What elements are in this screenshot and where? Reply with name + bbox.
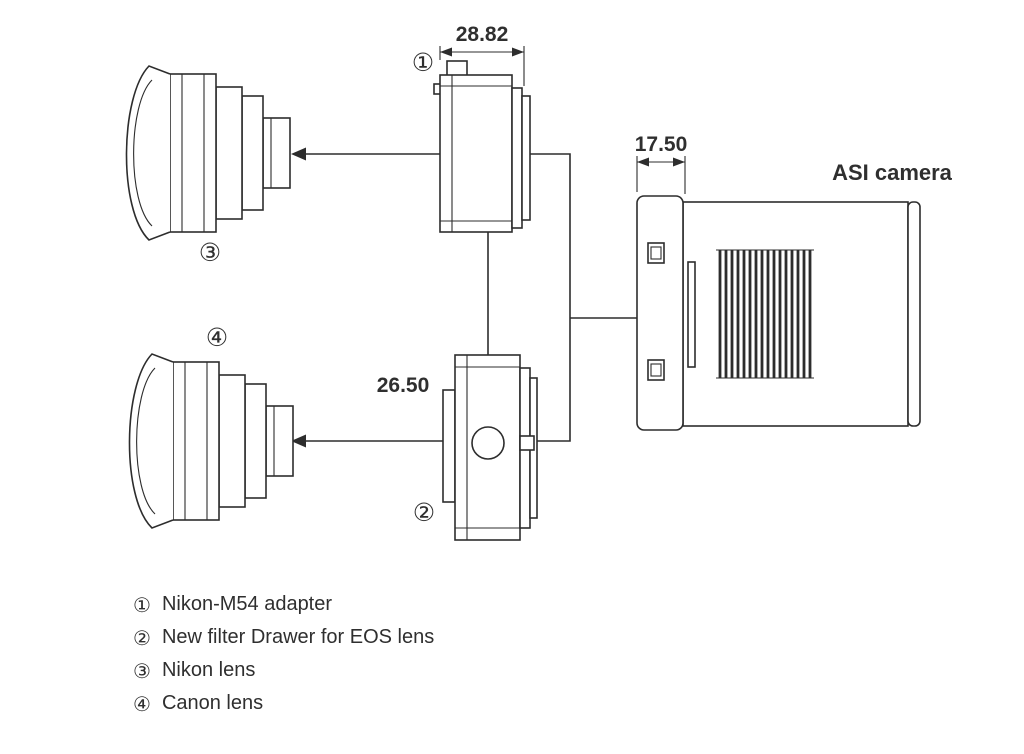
drawer-thumbscrew <box>519 435 535 451</box>
lens3-step-b <box>215 86 243 220</box>
lens4-step-b <box>218 374 246 508</box>
legend-item-adapter: ① Nikon-M54 adapter <box>133 588 434 621</box>
camera-body <box>682 201 909 427</box>
legend-label-4: Canon lens <box>161 692 264 714</box>
adapter-top-knob <box>446 60 468 77</box>
legend-num-3: ③ <box>133 658 151 683</box>
dimension-camera-label: 17.50 <box>635 133 688 156</box>
filter-drawer-drawing <box>442 354 538 541</box>
dimension-adapter-width: 28.82 <box>439 23 525 86</box>
legend-item-nikon-lens: ③ Nikon lens <box>133 654 434 687</box>
callout-adapter: ① <box>412 48 434 77</box>
legend-num-1: ① <box>133 592 151 617</box>
canon-lens-drawing <box>128 353 294 529</box>
nikon-m54-adapter-drawing <box>433 60 531 233</box>
camera-right-cap <box>907 201 921 427</box>
lens3-hood-and-glass <box>125 65 171 241</box>
lens3-barrel <box>169 73 217 233</box>
legend-item-canon-lens: ④ Canon lens <box>133 687 434 720</box>
legend-item-drawer: ② New filter Drawer for EOS lens <box>133 621 434 654</box>
dimension-drawer-label: 26.50 <box>377 374 430 397</box>
nikon-lens-drawing <box>125 65 291 241</box>
arrow-to-canon-lens <box>291 434 443 448</box>
callout-canon-lens: ④ <box>206 323 228 352</box>
camera-clip-top <box>647 242 665 264</box>
connection-lines <box>487 153 640 442</box>
camera-sensor-slot <box>687 261 696 368</box>
legend-num-4: ④ <box>133 691 151 716</box>
arrow-to-nikon-lens <box>291 147 440 161</box>
lens4-hood-and-glass <box>128 353 174 529</box>
adapter-flange-outer <box>511 87 523 229</box>
drawer-thumb-hole <box>471 426 505 460</box>
camera-heatsink <box>716 249 814 379</box>
legend-label-2: New filter Drawer for EOS lens <box>161 626 435 648</box>
legend-label-1: Nikon-M54 adapter <box>161 593 333 615</box>
lens4-step-c <box>244 383 267 499</box>
dimension-adapter-label: 28.82 <box>456 23 509 46</box>
legend: ① Nikon-M54 adapter ② New filter Drawer … <box>133 588 434 720</box>
legend-num-2: ② <box>133 625 151 650</box>
lens3-step-c <box>241 95 264 211</box>
drawer-left-plate <box>442 389 456 503</box>
legend-label-3: Nikon lens <box>161 659 256 681</box>
callout-nikon-lens: ③ <box>199 238 221 267</box>
lens3-mount <box>262 117 291 189</box>
lens4-barrel <box>172 361 220 521</box>
camera-front-flange <box>636 195 684 431</box>
callout-drawer: ② <box>413 498 435 527</box>
adapter-flange-inner <box>521 95 531 221</box>
asi-camera-drawing <box>636 195 921 431</box>
camera-label: ASI camera <box>832 160 953 185</box>
lens4-mount <box>265 405 294 477</box>
camera-clip-bottom <box>647 359 665 381</box>
adapter-body <box>439 74 513 233</box>
dimension-camera-flange: 17.50 <box>635 133 688 194</box>
